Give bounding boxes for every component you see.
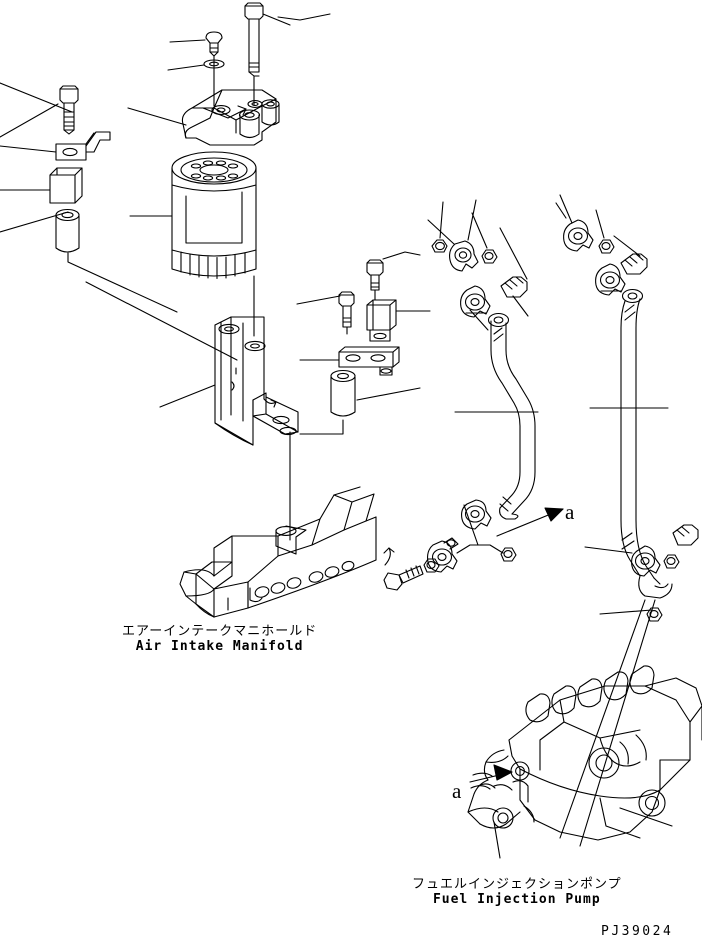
part-eyebolt-b (620, 253, 648, 275)
part-eyebolt-right-lower (672, 524, 699, 546)
part-eye-fitting-a (431, 239, 448, 253)
part-short-screw-top (205, 31, 223, 107)
part-long-bolt-left (59, 85, 79, 135)
hose-to-pump-line (559, 599, 656, 847)
part-clamp-right (631, 545, 661, 577)
part-block-spacer (49, 167, 83, 204)
part-fuel-hose-right (620, 288, 655, 579)
marker-a-upper: a (565, 500, 575, 524)
leader-lines-right (427, 194, 669, 615)
part-gasket-right-lower (663, 554, 680, 569)
part-fuel-filter-cartridge (171, 151, 257, 280)
drawing-code: PJ39024 (601, 924, 674, 939)
part-collar-block (366, 299, 397, 342)
leader-lines-head (127, 13, 331, 126)
part-banjo-mid-lower (427, 537, 459, 573)
part-elbow-right-hose (638, 575, 673, 599)
part-banjo-fitting-b (563, 219, 594, 252)
part-gasket-right-bottom (646, 607, 663, 622)
part-sleeve-center (330, 369, 356, 429)
part-eyebolt-a (500, 276, 528, 298)
label-fuel-injection-pump: フュエルインジェクションポンプ Fuel Injection Pump (412, 873, 622, 907)
part-gasket-mid-lower (423, 558, 440, 573)
part-banjo-lower-b (595, 263, 626, 296)
arrow-marker-a-upper (496, 507, 564, 537)
part-air-intake-manifold (179, 486, 395, 618)
part-washer-top (203, 59, 225, 69)
part-small-gasket-arrow-line (456, 544, 517, 562)
part-fuel-hose-left (487, 312, 536, 520)
marker-a-lower: a (452, 779, 462, 803)
part-filter-head (181, 89, 280, 146)
part-bolt-mid-lower (383, 565, 424, 591)
part-bolt-cluster-right (366, 259, 384, 301)
part-sleeve-left (55, 208, 80, 253)
label-air-intake-manifold: エアーインテークマニホールド Air Intake Manifold (122, 620, 317, 654)
label-fuel-injection-pump-jp: フュエルインジェクションポンプ (412, 877, 622, 892)
leader-lines-bracket (85, 281, 291, 541)
part-fuel-injection-pump (467, 665, 702, 841)
arrow-marker-a-lower (469, 764, 513, 783)
part-banjo-fitting-a (449, 240, 479, 272)
part-end-fitting-left-hose (461, 499, 492, 530)
part-long-bolt-top (244, 2, 264, 106)
leader-lines-cluster (296, 251, 431, 435)
part-clamp-plate (55, 131, 111, 161)
part-gasket-b (598, 239, 615, 254)
label-air-intake-manifold-en: Air Intake Manifold (135, 639, 304, 654)
part-strap-plate (338, 346, 400, 376)
part-gasket-a (481, 249, 498, 264)
part-mounting-bracket (214, 316, 299, 446)
part-bolt-cluster-left (338, 291, 355, 335)
label-air-intake-manifold-jp: エアーインテークマニホールド (122, 624, 318, 639)
part-banjo-lower-a (460, 285, 491, 318)
label-fuel-injection-pump-en: Fuel Injection Pump (432, 892, 601, 907)
leader-lines-left (0, 82, 178, 313)
leader-line-pump-bottom (493, 821, 501, 859)
